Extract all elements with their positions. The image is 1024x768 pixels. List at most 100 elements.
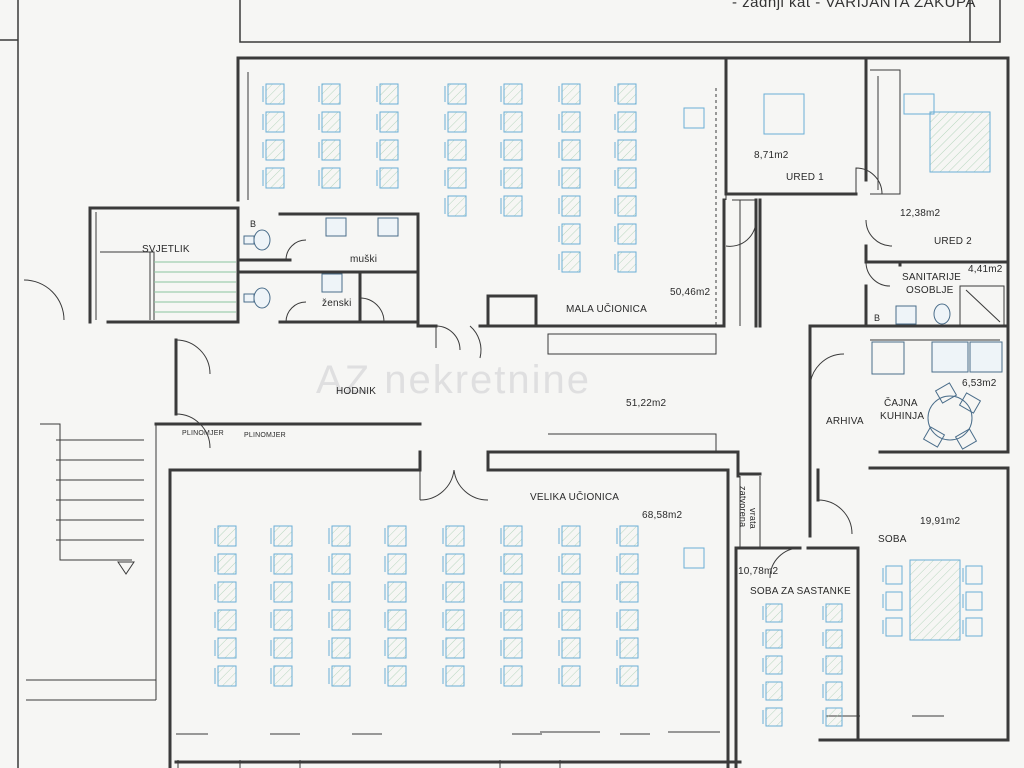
desk [561, 139, 581, 161]
desk [217, 665, 237, 687]
desk [503, 553, 523, 575]
desk [619, 525, 639, 547]
velika-ucionica-desks [214, 525, 639, 687]
desk [503, 665, 523, 687]
desk [825, 629, 843, 649]
hodnik-name: HODNIK [336, 386, 377, 397]
desk [273, 553, 293, 575]
ured1-area: 8,71m2 [754, 150, 789, 161]
desk [321, 139, 341, 161]
sanitarije-name-2: OSOBLJE [906, 285, 954, 296]
desk [447, 195, 467, 217]
desk [447, 167, 467, 189]
desk [265, 111, 285, 133]
desk [387, 525, 407, 547]
soba-name: SOBA [878, 534, 907, 545]
watermark: AZ nekretnine [316, 358, 592, 402]
desk [447, 83, 467, 105]
desk [503, 195, 523, 217]
desk [273, 609, 293, 631]
desk [561, 195, 581, 217]
desk [379, 167, 399, 189]
marker-b-sanitarije: B [874, 313, 881, 323]
cajna-kuhinja-area: 6,53m2 [962, 378, 997, 389]
plinomjer-2: PLINOMJER [244, 432, 286, 439]
desk [765, 655, 783, 675]
desk [265, 139, 285, 161]
desk [561, 167, 581, 189]
desk [561, 111, 581, 133]
cajna-kuhinja-name-2: KUHINJA [880, 411, 925, 422]
desk [619, 609, 639, 631]
desk [965, 591, 983, 611]
desk [379, 139, 399, 161]
desk [445, 525, 465, 547]
desk [273, 665, 293, 687]
desk [825, 603, 843, 623]
sastanke-area: 10,78m2 [738, 566, 779, 577]
arhiva-name: ARHIVA [826, 416, 864, 427]
zatvorena-vrata-label-1: zatvorena [738, 486, 748, 528]
desk [503, 609, 523, 631]
desk [273, 581, 293, 603]
ured1-name: URED 1 [786, 172, 824, 183]
desk [321, 167, 341, 189]
desk [387, 553, 407, 575]
desk [387, 609, 407, 631]
desk [217, 637, 237, 659]
sanitarije-name-1: SANITARIJE [902, 272, 962, 283]
desk [617, 195, 637, 217]
desk [617, 111, 637, 133]
desk [217, 553, 237, 575]
desk [387, 665, 407, 687]
desk [617, 139, 637, 161]
desk [561, 637, 581, 659]
desk [331, 609, 351, 631]
desk [617, 251, 637, 273]
desk [503, 637, 523, 659]
desk [561, 665, 581, 687]
desk [561, 223, 581, 245]
desk [331, 553, 351, 575]
desk [273, 637, 293, 659]
desk [265, 167, 285, 189]
desk [503, 139, 523, 161]
desk [561, 553, 581, 575]
desk [503, 525, 523, 547]
desk [965, 617, 983, 637]
desk [561, 251, 581, 273]
desk [561, 525, 581, 547]
svjetlik-name: SVJETLIK [142, 244, 190, 255]
desk [825, 707, 843, 727]
desk [765, 603, 783, 623]
desk [619, 665, 639, 687]
velika-ucionica-area: 68,58m2 [642, 510, 683, 521]
desk [217, 581, 237, 603]
sastanke-desks [762, 603, 843, 727]
hodnik-area: 51,22m2 [626, 398, 667, 409]
desk [217, 525, 237, 547]
desk [825, 681, 843, 701]
desk [885, 565, 903, 585]
desk [321, 83, 341, 105]
desk [445, 637, 465, 659]
desk [617, 83, 637, 105]
velika-ucionica-name: VELIKA UČIONICA [530, 492, 620, 503]
ured2-area: 12,38m2 [900, 208, 941, 219]
desk [561, 609, 581, 631]
desk [331, 665, 351, 687]
desk [885, 591, 903, 611]
desk [447, 139, 467, 161]
desk [331, 637, 351, 659]
desk [965, 565, 983, 585]
plinomjer-1: PLINOMJER [182, 430, 224, 437]
desk [321, 111, 341, 133]
cajna-kuhinja-name-1: ČAJNA [884, 398, 918, 409]
desk [561, 83, 581, 105]
desk [445, 609, 465, 631]
desk [765, 681, 783, 701]
sastanke-name: SOBA ZA SASTANKE [750, 586, 851, 597]
desk [379, 111, 399, 133]
desk [617, 223, 637, 245]
desk [619, 637, 639, 659]
